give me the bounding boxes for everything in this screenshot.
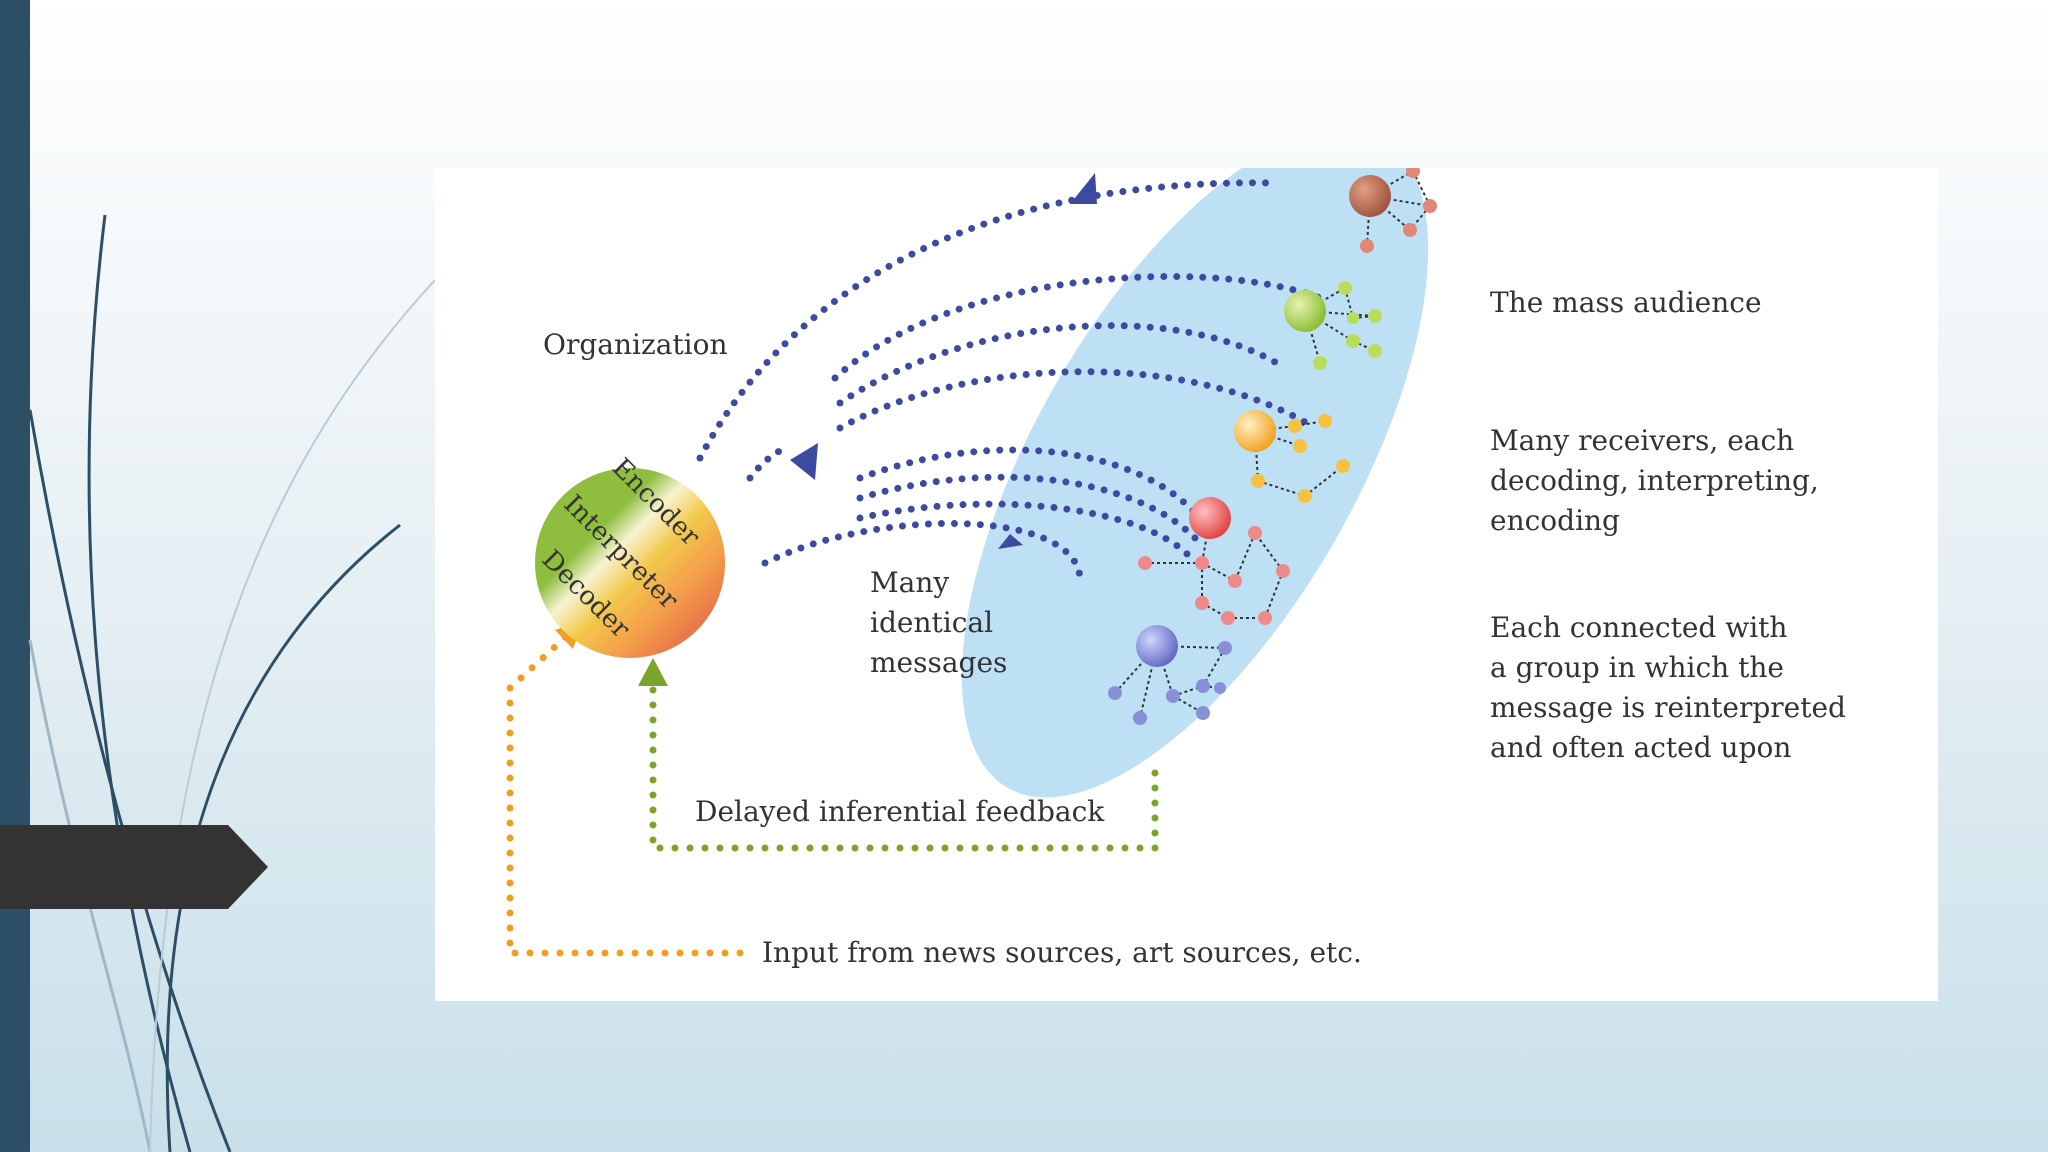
organization-sphere xyxy=(535,468,725,658)
groups-label: Each connected with a group in which the… xyxy=(1490,611,1846,764)
feedback-label: Delayed inferential feedback xyxy=(695,795,1105,828)
feedback-loop xyxy=(649,674,1159,852)
pointer-shape xyxy=(0,825,268,909)
decorative-curves xyxy=(28,214,436,1152)
receiver-nodes-red xyxy=(1138,497,1290,625)
message-arrowheads xyxy=(790,173,1097,549)
receiver-nodes-blue xyxy=(1108,625,1232,725)
mass-communication-diagram: Encoder Interpreter Decoder xyxy=(435,168,1938,1001)
message-arcs xyxy=(696,179,1324,582)
feedback-arrowhead xyxy=(638,658,668,686)
messages-label: Many identical messages xyxy=(870,566,1008,679)
slide-accent-bar xyxy=(0,0,30,1152)
input-loop xyxy=(506,629,744,957)
receiver-nodes-brown xyxy=(1349,168,1437,253)
organization-label: Organization xyxy=(543,328,728,361)
receiver-nodes-orange xyxy=(1234,410,1350,503)
input-label: Input from news sources, art sources, et… xyxy=(762,936,1362,969)
mass-audience-label: The mass audience xyxy=(1490,286,1762,319)
receivers-label: Many receivers, each decoding, interpret… xyxy=(1490,424,1819,537)
receiver-nodes-green xyxy=(1284,281,1382,370)
